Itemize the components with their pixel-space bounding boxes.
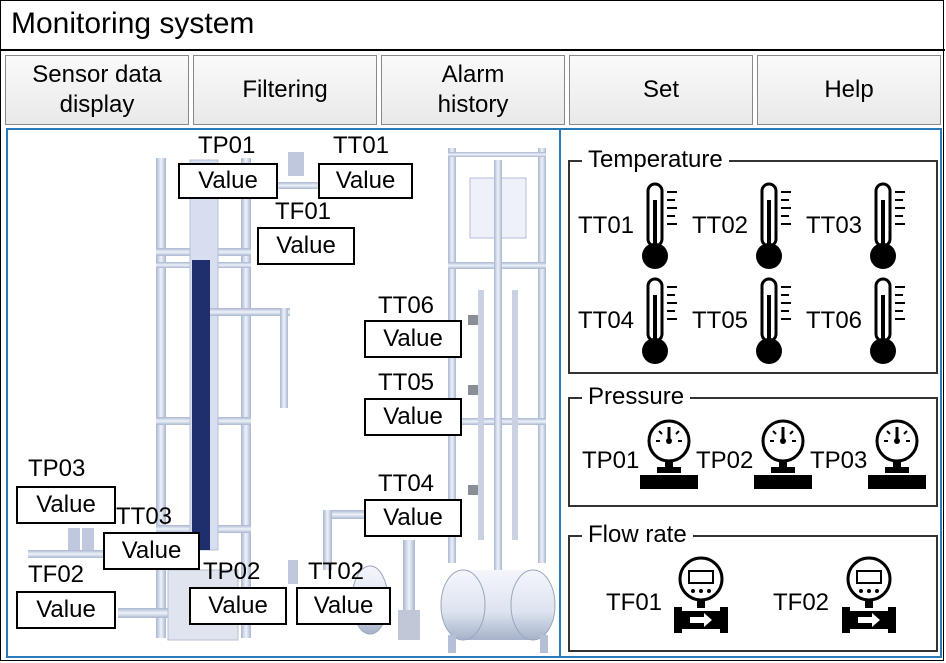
tag-tf01: TF01 bbox=[275, 198, 332, 225]
temperature-panel: Temperature TT01 TT02 TT03 TT04 TT05 TT0… bbox=[568, 146, 938, 374]
flow-rate-panel-title: Flow rate bbox=[582, 521, 693, 549]
tag-tt05: TT05 bbox=[378, 369, 435, 396]
flow-meter-icon bbox=[674, 556, 728, 633]
menu-sensor-data-display-button[interactable]: Sensor data display bbox=[5, 55, 189, 125]
tp03-value[interactable]: Value bbox=[16, 486, 116, 524]
menu-filtering-button[interactable]: Filtering bbox=[193, 55, 377, 125]
tt01-value[interactable]: Value bbox=[318, 163, 413, 199]
thermometer-icon bbox=[756, 182, 791, 269]
flow-label-tf02: TF02 bbox=[773, 589, 830, 616]
temp-label-tt03: TT03 bbox=[806, 212, 863, 239]
pressure-panel-title: Pressure bbox=[582, 383, 691, 411]
window-title: Monitoring system bbox=[11, 7, 255, 40]
temp-label-tt06: TT06 bbox=[806, 307, 863, 334]
process-diagram: TP01 Value TT01 Value TF01 Value TT06 Va… bbox=[8, 130, 561, 656]
flow-label-tf01: TF01 bbox=[606, 589, 663, 616]
pressure-gauge-icon bbox=[754, 419, 812, 489]
temp-label-tt01: TT01 bbox=[578, 212, 635, 239]
pressure-panel: Pressure TP01 TP02 TP03 bbox=[568, 383, 938, 507]
tag-tt02: TT02 bbox=[308, 558, 365, 585]
pressure-gauge-icon bbox=[640, 419, 698, 489]
tag-tt06: TT06 bbox=[378, 292, 435, 319]
tt03-value[interactable]: Value bbox=[103, 532, 200, 570]
menu-help-button[interactable]: Help bbox=[757, 55, 941, 125]
tt04-value[interactable]: Value bbox=[364, 499, 462, 537]
thermometer-icon bbox=[756, 277, 791, 364]
pressure-gauge-icon bbox=[868, 419, 926, 489]
thermometer-icon bbox=[870, 277, 905, 364]
tag-tt01: TT01 bbox=[333, 132, 390, 159]
tt02-value[interactable]: Value bbox=[296, 587, 391, 625]
temp-label-tt02: TT02 bbox=[692, 212, 749, 239]
tt05-value[interactable]: Value bbox=[364, 398, 462, 436]
temp-label-tt05: TT05 bbox=[692, 307, 749, 334]
thermometer-icon bbox=[870, 182, 905, 269]
menu-set-button[interactable]: Set bbox=[569, 55, 753, 125]
flow-meter-icon bbox=[842, 556, 896, 633]
tag-tt03: TT03 bbox=[116, 503, 173, 530]
temp-label-tt04: TT04 bbox=[578, 307, 635, 334]
tf02-value[interactable]: Value bbox=[16, 591, 116, 629]
tp02-value[interactable]: Value bbox=[189, 587, 287, 625]
tag-tp01: TP01 bbox=[198, 132, 256, 159]
thermometer-icon bbox=[642, 182, 677, 269]
tag-tp03: TP03 bbox=[28, 455, 86, 482]
tag-tt04: TT04 bbox=[378, 470, 435, 497]
pressure-label-tp01: TP01 bbox=[582, 447, 640, 474]
temperature-panel-title: Temperature bbox=[582, 146, 729, 174]
tag-tf02: TF02 bbox=[28, 561, 85, 588]
thermometer-icon bbox=[642, 277, 677, 364]
tf01-value[interactable]: Value bbox=[257, 227, 355, 265]
flow-rate-panel: Flow rate TF01 TF02 bbox=[568, 521, 938, 652]
title-bar: Monitoring system bbox=[1, 1, 945, 51]
menu-bar: Sensor data display Filtering Alarm hist… bbox=[5, 55, 941, 127]
main-panel: TP01 Value TT01 Value TF01 Value TT06 Va… bbox=[6, 128, 942, 658]
plant-illustration bbox=[28, 148, 556, 653]
tt06-value[interactable]: Value bbox=[364, 320, 462, 358]
pressure-label-tp02: TP02 bbox=[696, 447, 754, 474]
tp01-value[interactable]: Value bbox=[178, 163, 278, 199]
pressure-label-tp03: TP03 bbox=[810, 447, 868, 474]
menu-alarm-history-button[interactable]: Alarm history bbox=[381, 55, 565, 125]
tag-tp02: TP02 bbox=[203, 558, 261, 585]
